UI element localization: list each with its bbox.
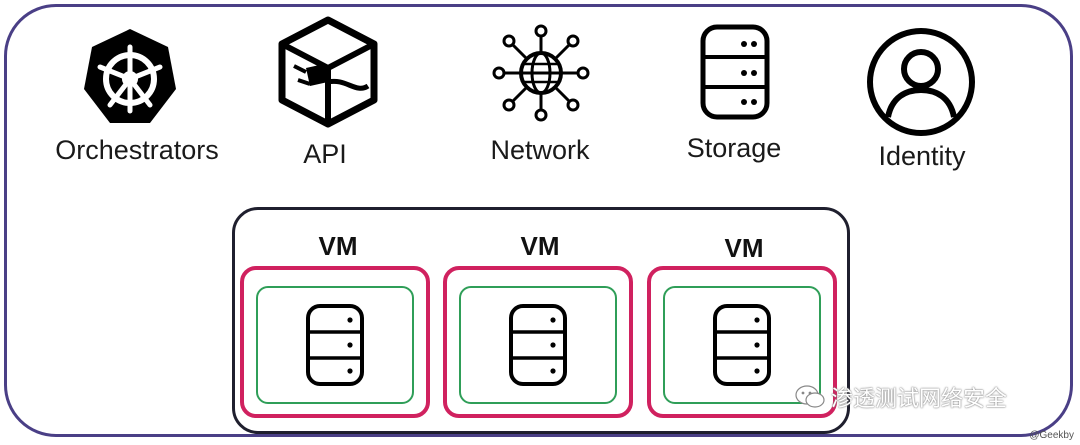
vm-host-container xyxy=(232,207,850,434)
storage-database-icon xyxy=(700,24,770,120)
service-label-api: API xyxy=(303,139,347,169)
database-icon xyxy=(713,304,771,386)
service-label-identity: Identity xyxy=(878,141,966,171)
vm-title-3: VM xyxy=(724,233,764,263)
service-label-orchestrators: Orchestrators xyxy=(55,135,219,165)
vm-title-1: VM xyxy=(318,231,358,261)
kubernetes-helm-icon xyxy=(84,27,176,127)
wechat-icon xyxy=(795,385,825,408)
vm-title-2: VM xyxy=(520,231,560,261)
database-icon xyxy=(509,304,567,386)
container-box-2 xyxy=(459,286,617,404)
vm-box-2 xyxy=(443,266,633,418)
vm-box-3 xyxy=(647,266,837,418)
credit-text: @Geekby xyxy=(1029,430,1074,441)
service-label-storage: Storage xyxy=(686,133,782,163)
network-globe-icon xyxy=(492,24,590,122)
vm-box-1 xyxy=(240,266,430,418)
user-identity-icon xyxy=(866,27,976,137)
api-plug-icon xyxy=(276,16,380,128)
watermark-text: 渗透测试网络安全 xyxy=(831,386,1008,411)
database-icon xyxy=(306,304,364,386)
container-box-1 xyxy=(256,286,414,404)
service-label-network: Network xyxy=(490,135,590,165)
watermark: 渗透测试网络安全 xyxy=(795,381,1007,413)
container-box-3 xyxy=(663,286,821,404)
cloud-platform-frame xyxy=(4,4,1073,437)
